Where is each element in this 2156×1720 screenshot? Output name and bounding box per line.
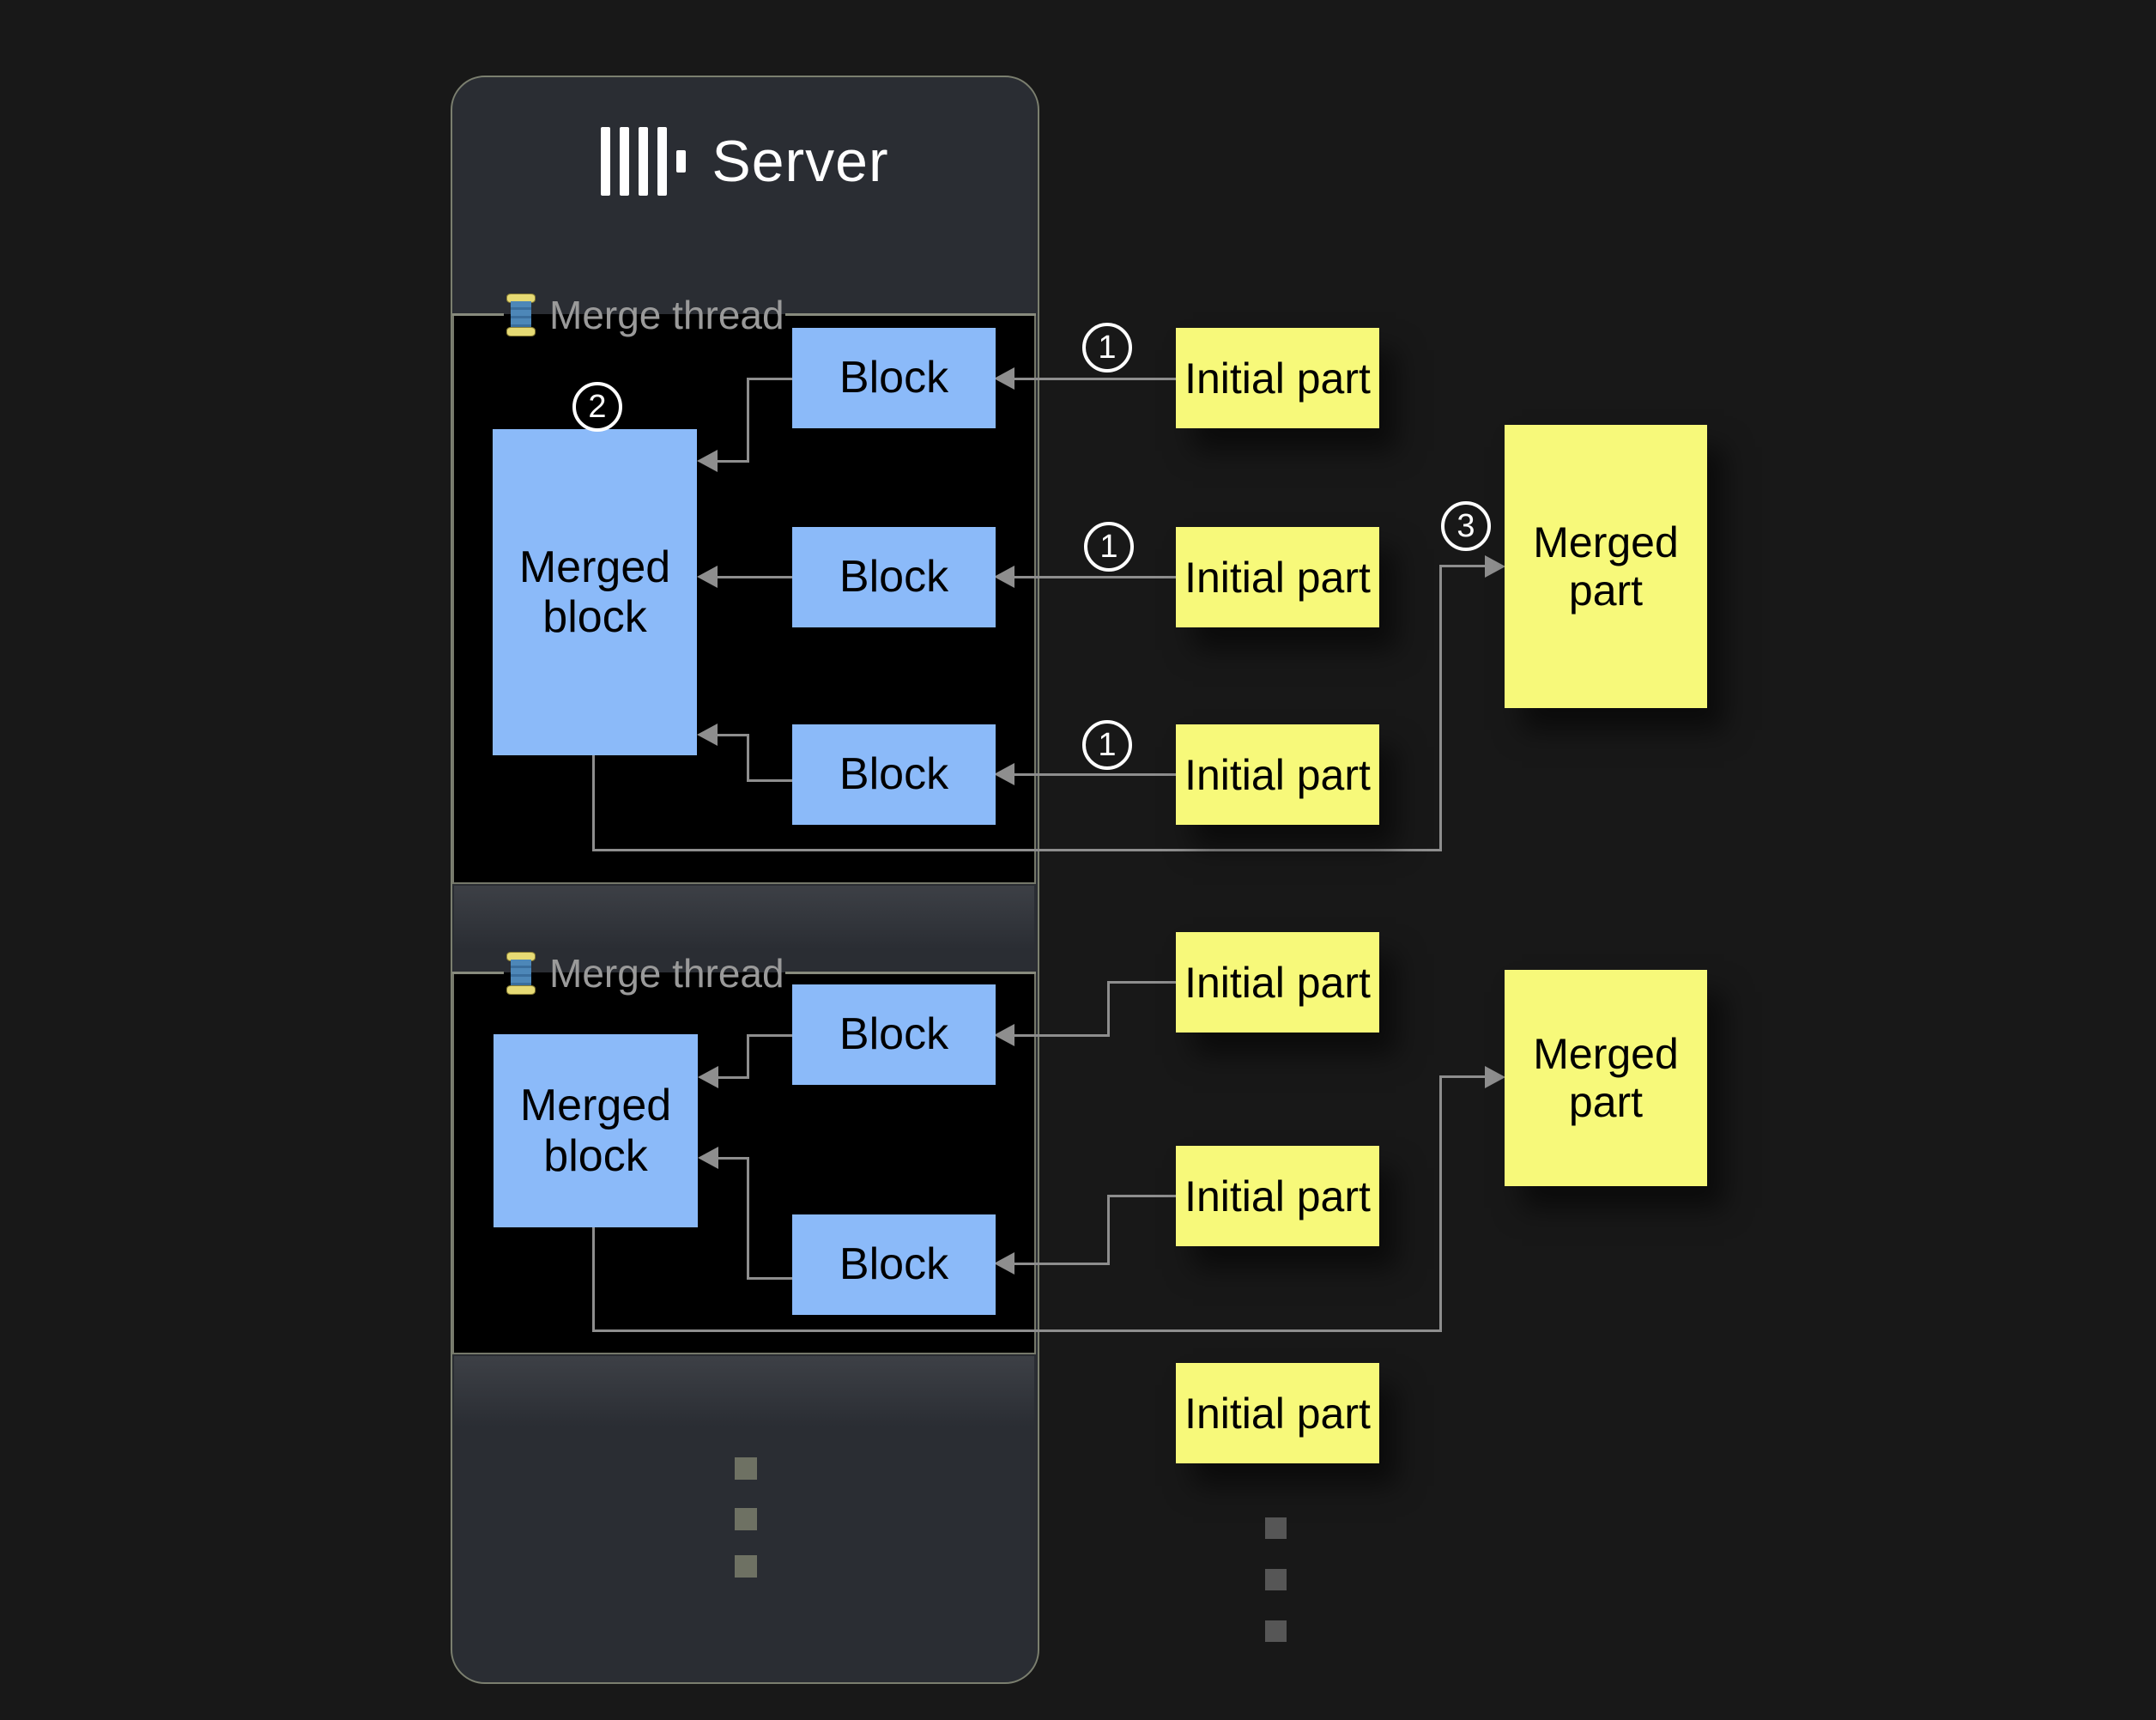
line-merged-block1-out — [592, 755, 595, 851]
initial-part-2: Initial part — [1176, 527, 1379, 627]
merged-part-1: Merged part — [1505, 425, 1707, 708]
arrow-block1-to-merged — [714, 460, 749, 463]
arrow-block3-to-merged — [747, 779, 792, 782]
server-ellipsis-dot — [735, 1508, 757, 1530]
arrowhead-into-merged-block-1 — [697, 450, 718, 472]
line-merged-block1-out — [1439, 565, 1442, 851]
arrow-block4-to-merged — [747, 1034, 792, 1037]
arrow-initial3-to-block3 — [1011, 773, 1176, 776]
merge-thread-legend-2: Merge thread — [506, 950, 784, 996]
arrowhead-into-merged-block-1 — [697, 566, 718, 588]
arrowhead-into-merged-block-2 — [698, 1066, 718, 1088]
initial-part-6: Initial part — [1176, 1363, 1379, 1463]
initial-part-5: Initial part — [1176, 1146, 1379, 1246]
arrow-block5-to-merged — [714, 1157, 749, 1160]
step-1-badge: 1 — [1082, 720, 1132, 770]
block-5: Block — [792, 1214, 996, 1315]
divider — [452, 972, 504, 974]
merge-thread-label: Merge thread — [549, 293, 784, 337]
arrow-initial5-to-block5 — [1107, 1195, 1110, 1265]
clickhouse-logo-icon — [601, 125, 687, 197]
block-4: Block — [792, 984, 996, 1085]
divider — [452, 313, 504, 316]
arrow-block1-to-merged — [747, 378, 792, 380]
merged-part-2: Merged part — [1505, 970, 1707, 1186]
line-merged-block2-out — [592, 1227, 595, 1332]
arrow-initial4-to-block4 — [1013, 1034, 1110, 1037]
arrow-block5-to-merged — [747, 1277, 792, 1280]
line-merged-block1-out — [1439, 565, 1490, 567]
step-1-badge: 1 — [1084, 522, 1134, 572]
merge-thread-label: Merge thread — [549, 951, 784, 996]
merge-thread-legend-1: Merge thread — [506, 292, 784, 338]
server-ellipsis-dot — [735, 1555, 757, 1578]
block-1: Block — [792, 328, 996, 428]
parts-ellipsis-dot — [1265, 1620, 1287, 1642]
server-header: Server — [451, 110, 1039, 213]
arrow-initial5-to-block5 — [1107, 1195, 1176, 1197]
arrowhead-into-block-3 — [994, 763, 1014, 785]
arrow-initial5-to-block5 — [1013, 1263, 1110, 1265]
line-merged-block1-out — [592, 849, 1442, 851]
line-merged-block2-out — [1439, 1075, 1490, 1078]
arrow-block3-to-merged — [714, 734, 749, 736]
step-1-badge: 1 — [1082, 323, 1132, 372]
arrow-block2-to-merged — [714, 576, 792, 578]
divider — [785, 972, 1036, 974]
server-ellipsis-dot — [735, 1457, 757, 1480]
block-3: Block — [792, 724, 996, 825]
step-2-badge: 2 — [572, 382, 622, 432]
arrowhead-into-block-2 — [994, 566, 1014, 588]
server-title: Server — [712, 129, 889, 194]
thread-spool-icon — [506, 952, 536, 995]
step-3-badge: 3 — [1441, 501, 1491, 551]
arrow-block4-to-merged — [714, 1076, 749, 1079]
arrowhead-into-merged-part-2 — [1485, 1066, 1505, 1088]
arrow-initial1-to-block1 — [1011, 378, 1176, 380]
arrow-initial2-to-block2 — [1011, 576, 1176, 578]
merged-block-2: Merged block — [494, 1034, 698, 1227]
panel-gap-sheen — [454, 886, 1034, 971]
initial-part-1: Initial part — [1176, 328, 1379, 428]
arrow-initial4-to-block4 — [1107, 981, 1176, 984]
arrow-initial4-to-block4 — [1107, 981, 1110, 1037]
arrowhead-into-block-5 — [994, 1252, 1014, 1275]
arrowhead-into-merged-block-2 — [698, 1147, 718, 1169]
line-merged-block2-out — [1439, 1075, 1442, 1332]
block-2: Block — [792, 527, 996, 627]
arrow-block3-to-merged — [747, 736, 749, 782]
divider — [785, 313, 1036, 316]
arrow-block1-to-merged — [747, 378, 749, 462]
arrowhead-into-block-4 — [994, 1024, 1014, 1046]
initial-part-3: Initial part — [1176, 724, 1379, 825]
line-merged-block2-out — [592, 1329, 1442, 1332]
thread-spool-icon — [506, 294, 536, 336]
initial-part-4: Initial part — [1176, 932, 1379, 1033]
panel-bottom-sheen — [454, 1356, 1034, 1450]
arrowhead-into-merged-block-1 — [697, 724, 718, 746]
parts-ellipsis-dot — [1265, 1517, 1287, 1539]
arrowhead-into-block-1 — [994, 367, 1014, 390]
arrow-block4-to-merged — [747, 1034, 749, 1079]
parts-ellipsis-dot — [1265, 1569, 1287, 1590]
arrow-block5-to-merged — [747, 1159, 749, 1280]
arrowhead-into-merged-part-1 — [1485, 555, 1505, 578]
merged-block-1: Merged block — [493, 429, 697, 755]
